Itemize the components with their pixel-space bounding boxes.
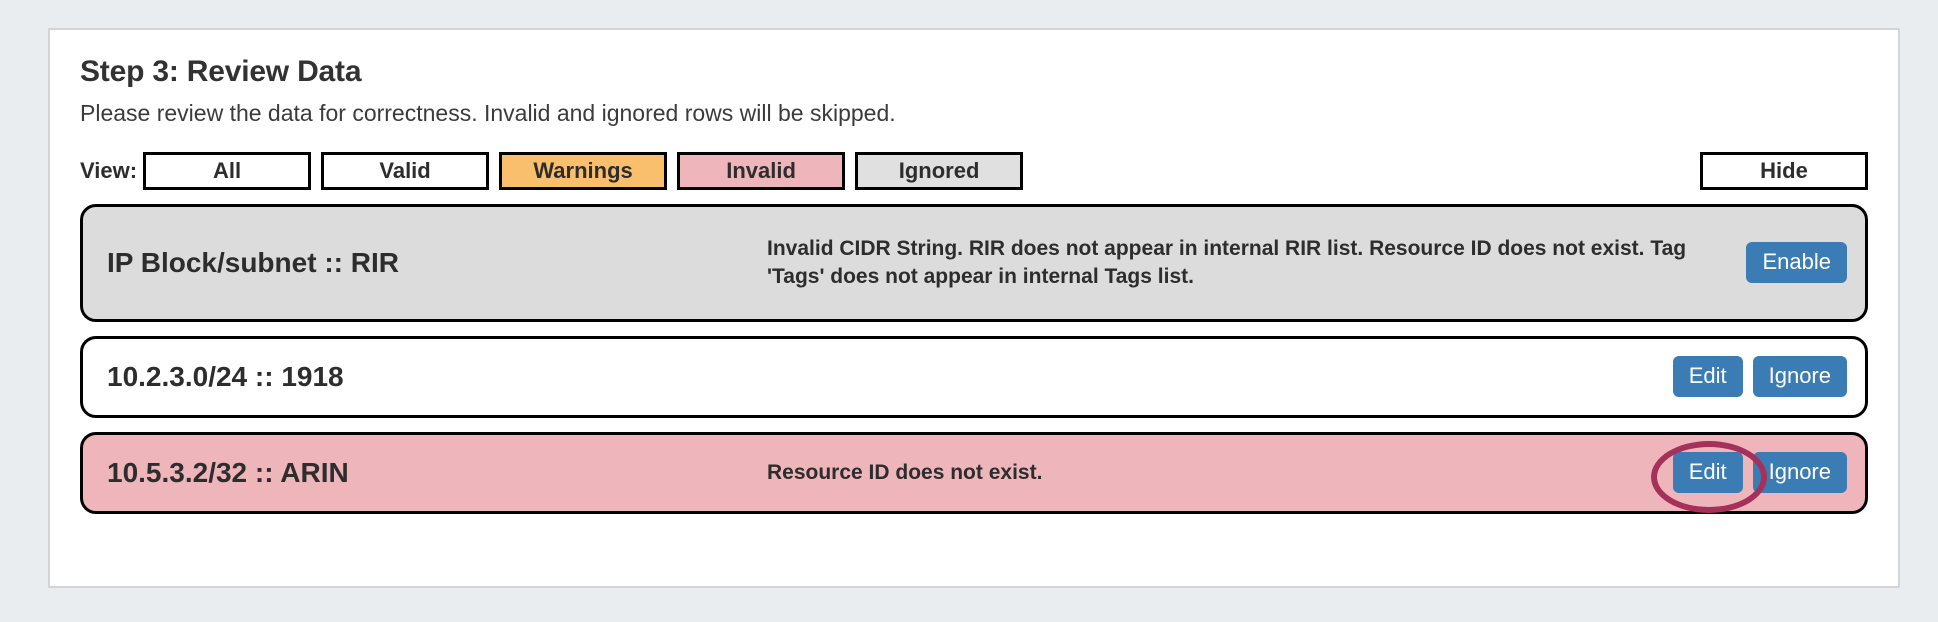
page-title: Step 3: Review Data <box>80 55 362 88</box>
filter-button-warnings[interactable]: Warnings <box>499 151 668 190</box>
row-validation-message: Resource ID does not exist. <box>767 460 1043 484</box>
row-actions: Edit Ignore <box>1650 441 1847 514</box>
page-subtitle: Please review the data for correctness. … <box>80 99 896 126</box>
table-row[interactable]: 10.2.3.0/24 :: 1918 Edit Ignore <box>80 335 1868 418</box>
row-identifier: IP Block/subnet :: RIR <box>107 246 399 278</box>
filter-button-all[interactable]: All <box>143 151 312 190</box>
filter-toolbar: View: All Valid Warnings Invalid Ignored… <box>80 151 1868 190</box>
row-identifier: 10.5.3.2/32 :: ARIN <box>107 456 349 488</box>
card-content: Step 3: Review Data Please review the da… <box>50 30 1898 514</box>
row-actions: Edit Ignore <box>1672 356 1847 398</box>
review-data-card: Step 3: Review Data Please review the da… <box>48 28 1900 588</box>
table-row[interactable]: IP Block/subnet :: RIR Invalid CIDR Stri… <box>80 203 1868 322</box>
ignore-button[interactable]: Ignore <box>1752 356 1847 398</box>
edit-button[interactable]: Edit <box>1672 452 1743 494</box>
edit-button[interactable]: Edit <box>1672 356 1743 398</box>
filter-button-ignored[interactable]: Ignored <box>855 151 1024 190</box>
data-row-list: IP Block/subnet :: RIR Invalid CIDR Stri… <box>80 203 1868 514</box>
view-label: View: <box>80 157 138 183</box>
row-identifier: 10.2.3.0/24 :: 1918 <box>107 360 344 392</box>
ignore-button[interactable]: Ignore <box>1752 452 1847 494</box>
filter-button-invalid[interactable]: Invalid <box>677 151 846 190</box>
enable-button[interactable]: Enable <box>1746 242 1847 284</box>
hide-button[interactable]: Hide <box>1700 151 1868 190</box>
table-row[interactable]: 10.5.3.2/32 :: ARIN Resource ID does not… <box>80 431 1868 514</box>
row-validation-message: Invalid CIDR String. RIR does not appear… <box>767 237 1687 288</box>
row-actions: Enable <box>1746 242 1847 284</box>
filter-button-valid[interactable]: Valid <box>321 151 490 190</box>
